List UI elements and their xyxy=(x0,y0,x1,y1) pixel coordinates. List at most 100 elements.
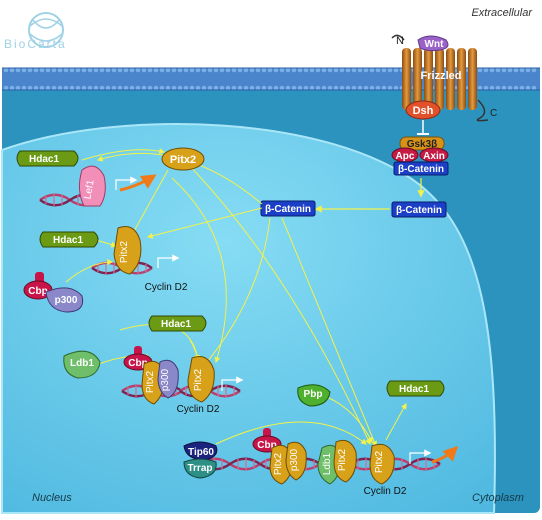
membrane-lipid xyxy=(285,67,291,73)
cyclin-d2-label-b: Cyclin D2 xyxy=(145,282,188,293)
apc-node: Apc xyxy=(391,147,419,163)
membrane-lipid xyxy=(249,85,255,91)
membrane-lipid xyxy=(291,85,297,91)
membrane-lipid xyxy=(309,67,315,73)
svg-text:Pbp: Pbp xyxy=(304,389,323,400)
membrane-lipid xyxy=(27,85,33,91)
membrane-lipid xyxy=(141,67,147,73)
membrane-lipid xyxy=(507,85,513,91)
membrane-lipid xyxy=(63,67,69,73)
membrane-lipid xyxy=(81,85,87,91)
hdac1-node-d: Hdac1 xyxy=(386,380,445,397)
membrane-lipid xyxy=(15,67,21,73)
membrane-lipid xyxy=(123,67,129,73)
membrane-lipid xyxy=(165,67,171,73)
membrane-lipid xyxy=(87,67,93,73)
svg-text:Cbp: Cbp xyxy=(257,440,276,451)
membrane-lipid xyxy=(177,67,183,73)
membrane-lipid xyxy=(375,67,381,73)
pitx2-node-d3: Pitx2 xyxy=(369,443,395,485)
membrane-lipid xyxy=(501,85,507,91)
membrane-lipid xyxy=(381,85,387,91)
membrane-lipid xyxy=(231,85,237,91)
membrane-lipid xyxy=(201,67,207,73)
membrane-lipid xyxy=(477,67,483,73)
svg-text:Hdac1: Hdac1 xyxy=(399,384,429,395)
membrane-lipid xyxy=(57,85,63,91)
lef1-product-arrow xyxy=(119,174,157,192)
cyclin-product-arrow xyxy=(431,445,459,464)
membrane-lipid xyxy=(213,67,219,73)
membrane-lipid xyxy=(135,67,141,73)
membrane-lipid xyxy=(159,67,165,73)
membrane-lipid xyxy=(189,67,195,73)
membrane-lipid xyxy=(3,85,9,91)
gsk3b-node: Gsk3β xyxy=(399,136,445,151)
pitx2-node-c2: Pitx2 xyxy=(187,356,215,403)
membrane-lipid xyxy=(129,85,135,91)
svg-text:Pitx2: Pitx2 xyxy=(119,240,130,263)
membrane-lipid xyxy=(339,67,345,73)
frizzled-label: Frizzled xyxy=(421,70,462,82)
membrane-lipid xyxy=(351,67,357,73)
membrane-lipid xyxy=(489,67,495,73)
membrane-lipid xyxy=(483,85,489,91)
membrane-lipid xyxy=(345,67,351,73)
membrane-lipid xyxy=(267,67,273,73)
membrane-lipid xyxy=(219,67,225,73)
membrane-lipid xyxy=(309,85,315,91)
svg-text:Dsh: Dsh xyxy=(413,105,434,117)
svg-text:p300: p300 xyxy=(160,368,171,391)
membrane-lipid xyxy=(357,67,363,73)
membrane-lipid xyxy=(525,67,531,73)
membrane-lipid xyxy=(213,85,219,91)
svg-text:p300: p300 xyxy=(55,295,78,306)
membrane-lipid xyxy=(297,85,303,91)
transcription-arrow-c xyxy=(221,376,244,391)
membrane-lipid xyxy=(375,85,381,91)
membrane-lipid xyxy=(333,67,339,73)
membrane-lipid xyxy=(219,85,225,91)
c-terminus-label: C xyxy=(490,108,497,119)
membrane-lipid xyxy=(9,67,15,73)
membrane-lipid xyxy=(303,67,309,73)
membrane-lipid xyxy=(255,85,261,91)
membrane-lipid xyxy=(207,85,213,91)
membrane-lipid xyxy=(15,85,21,91)
membrane-lipid xyxy=(237,85,243,91)
membrane-lipid xyxy=(507,67,513,73)
dsh-node: Dsh xyxy=(405,100,441,120)
svg-text:Pitx2: Pitx2 xyxy=(337,448,348,471)
svg-text:Apc: Apc xyxy=(396,151,415,162)
membrane-lipid xyxy=(159,85,165,91)
membrane-lipid xyxy=(513,85,519,91)
membrane-lipid xyxy=(195,67,201,73)
p300-node-c: p300 xyxy=(157,359,179,399)
membrane-lipid xyxy=(129,67,135,73)
membrane-lipid xyxy=(195,85,201,91)
membrane-lipid xyxy=(63,85,69,91)
membrane-lipid xyxy=(207,67,213,73)
biocarta-logo: BioCarta xyxy=(4,12,65,51)
membrane-lipid xyxy=(321,85,327,91)
nucleus-label: Nucleus xyxy=(32,492,72,504)
membrane-lipid xyxy=(45,85,51,91)
cyclin-d2-label-c: Cyclin D2 xyxy=(177,404,220,415)
transcription-arrow-b xyxy=(157,254,180,268)
membrane-lipid xyxy=(363,67,369,73)
membrane-lipid xyxy=(111,67,117,73)
signaling-arrows xyxy=(65,148,407,448)
lef1-node: Lef1 xyxy=(78,165,106,207)
membrane-lipid xyxy=(315,85,321,91)
axin-node: Axin xyxy=(419,147,449,163)
membrane-lipid xyxy=(531,85,537,91)
membrane-lipid xyxy=(51,67,57,73)
membrane-lipid xyxy=(9,85,15,91)
membrane-lipid xyxy=(243,85,249,91)
membrane-lipid xyxy=(231,67,237,73)
membrane-lipid xyxy=(519,67,525,73)
membrane-lipid xyxy=(297,67,303,73)
pitx2-node-d2: Pitx2 xyxy=(333,439,357,483)
svg-text:Ldb1: Ldb1 xyxy=(322,452,333,475)
membrane-lipid xyxy=(147,85,153,91)
